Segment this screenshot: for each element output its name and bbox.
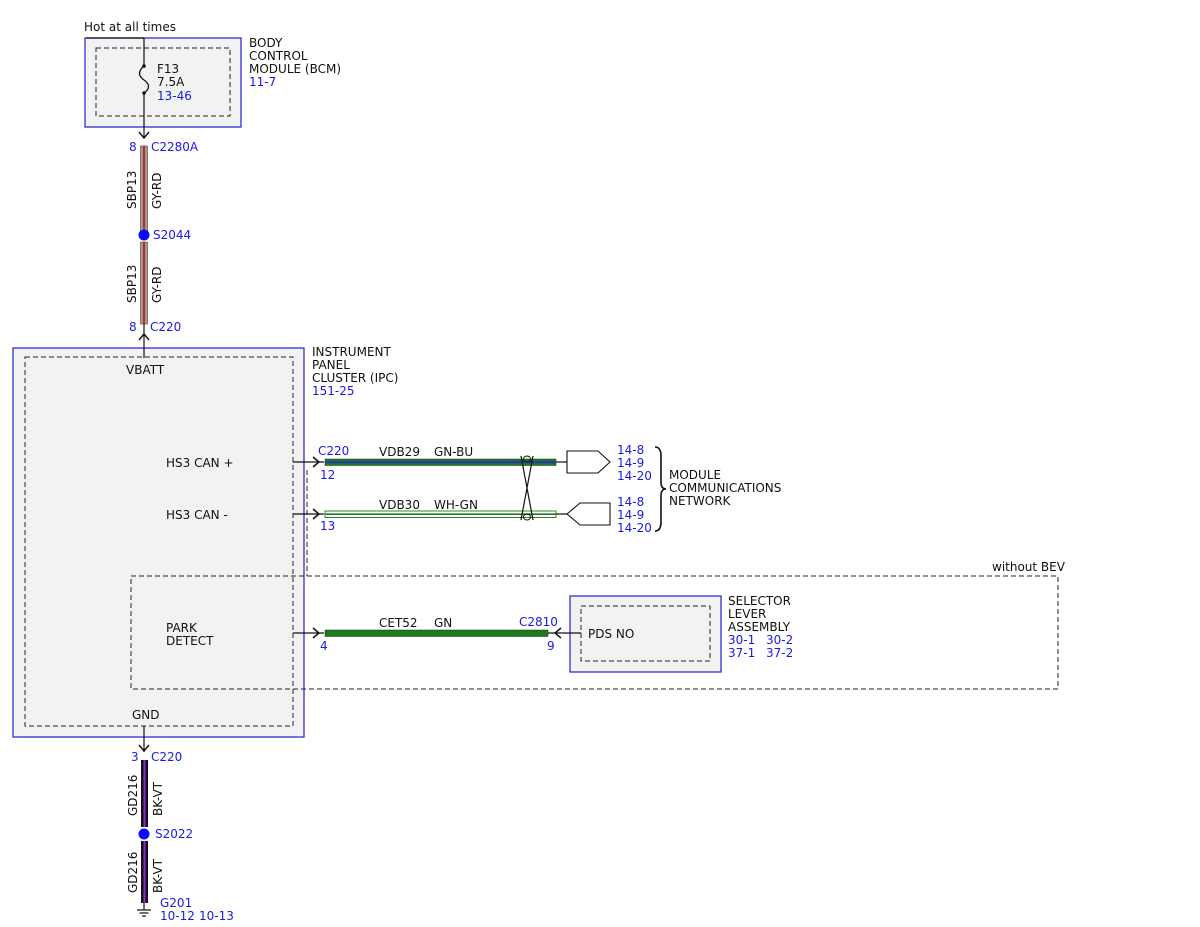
- ipc-name-line-1: INSTRUMENT: [312, 345, 391, 359]
- selector-ref-2[interactable]: 30-2: [766, 633, 793, 647]
- s2022-label[interactable]: S2022: [155, 827, 193, 841]
- c2810-connector-label[interactable]: C2810: [519, 615, 558, 629]
- ipc-inner-dashed-box: [24, 356, 294, 727]
- selector-ref-1[interactable]: 30-1: [728, 633, 755, 647]
- s2022-splice[interactable]: [138, 828, 150, 840]
- twisted-pair-symbol: [520, 455, 534, 521]
- network-name-line-1: MODULE: [669, 468, 721, 482]
- cet52-wire[interactable]: [324, 629, 549, 637]
- twisted-pair-loop-top: [523, 455, 531, 463]
- can-minus-connector-arrow: [312, 508, 321, 520]
- c2810-pin: 9: [547, 639, 555, 653]
- ipc-name-line-2: PANEL: [312, 358, 350, 372]
- bcm-ref[interactable]: 11-7: [249, 75, 276, 89]
- can-minus-pin: 13: [320, 519, 335, 533]
- bcm-inner-dashed-box: [95, 47, 231, 117]
- sbp13-wire-lower-tracer: [143, 242, 145, 324]
- g201-label[interactable]: G201: [160, 896, 192, 910]
- can-minus-ref-1[interactable]: 14-8: [617, 495, 644, 509]
- c220-vbatt-connector-label[interactable]: C220: [150, 320, 181, 334]
- can-connector-label[interactable]: C220: [318, 444, 349, 458]
- ipc-name-line-3: CLUSTER (IPC): [312, 371, 398, 385]
- hot-at-all-times-label: Hot at all times: [84, 20, 176, 34]
- c220-vbatt-connector-arrow: [138, 332, 150, 341]
- g201-ref-1[interactable]: 10-12: [160, 909, 195, 923]
- gd216-lower-color: BK-VT: [151, 858, 165, 893]
- park-ipc-pin: 4: [320, 639, 328, 653]
- park-detect-label-line-1: PARK: [166, 621, 198, 635]
- network-name-line-2: COMMUNICATIONS: [669, 481, 781, 495]
- ground-symbol: [137, 903, 151, 917]
- hs3-can-plus-label: HS3 CAN +: [166, 456, 234, 470]
- network-brace: [654, 446, 667, 532]
- can-plus-network-connector[interactable]: [566, 450, 611, 474]
- sbp13-upper-circuit: SBP13: [125, 171, 139, 209]
- sbp13-lower-color: GY-RD: [150, 266, 164, 303]
- fuse-rating: 7.5A: [157, 75, 185, 89]
- can-plus-pin: 12: [320, 468, 335, 482]
- c2280a-connector-arrow: [138, 131, 150, 140]
- c220-gnd-connector-label[interactable]: C220: [151, 750, 182, 764]
- can-minus-network-connector[interactable]: [566, 502, 611, 526]
- can-minus-ref-3[interactable]: 14-20: [617, 521, 652, 535]
- can-plus-connector-arrow: [312, 456, 321, 468]
- gd216-wire-upper-tracer: [143, 760, 146, 827]
- hs3-can-minus-label: HS3 CAN -: [166, 508, 228, 522]
- vdb30-wire-tracer: [325, 513, 556, 515]
- c2810-connector-arrow: [553, 627, 562, 639]
- can-plus-ref-3[interactable]: 14-20: [617, 469, 652, 483]
- fuse-ref[interactable]: 13-46: [157, 89, 192, 103]
- park-detect-connector-arrow: [312, 627, 321, 639]
- selector-name-line-1: SELECTOR: [728, 594, 791, 608]
- can-minus-ref-2[interactable]: 14-9: [617, 508, 644, 522]
- vbatt-pin-label: VBATT: [126, 363, 165, 377]
- c220-gnd-pin: 3: [131, 750, 139, 764]
- sbp13-wire-upper-tracer: [143, 146, 145, 234]
- gd216-upper-circuit: GD216: [126, 775, 140, 816]
- vdb30-circuit-label: VDB30: [379, 498, 420, 512]
- g201-ref-2[interactable]: 10-13: [199, 909, 234, 923]
- s2044-label[interactable]: S2044: [153, 228, 191, 242]
- gd216-wire-lower-tracer: [143, 841, 146, 903]
- fuse-id: F13: [157, 62, 179, 76]
- selector-name-line-2: LEVER: [728, 607, 766, 621]
- selector-ref-4[interactable]: 37-2: [766, 646, 793, 660]
- vdb29-color-label: GN-BU: [434, 445, 473, 459]
- can-plus-ref-2[interactable]: 14-9: [617, 456, 644, 470]
- park-detect-label-line-2: DETECT: [166, 634, 214, 648]
- gnd-pin-label: GND: [132, 708, 160, 722]
- twisted-pair-loop-bottom: [523, 513, 531, 521]
- selector-ref-3[interactable]: 37-1: [728, 646, 755, 660]
- ipc-module-box[interactable]: [12, 347, 305, 738]
- selector-lever-module-box[interactable]: [569, 595, 722, 673]
- c2280a-connector-label[interactable]: C2280A: [151, 140, 199, 154]
- pds-no-label: PDS NO: [588, 627, 634, 641]
- bcm-name-line-2: CONTROL: [249, 49, 308, 63]
- bcm-name-line-1: BODY: [249, 36, 283, 50]
- c220-gnd-connector-arrow: [138, 744, 150, 753]
- vdb29-circuit-label: VDB29: [379, 445, 420, 459]
- c220-vbatt-pin: 8: [129, 320, 137, 334]
- sbp13-upper-color: GY-RD: [150, 172, 164, 209]
- network-name-line-3: NETWORK: [669, 494, 732, 508]
- bcm-name-line-3: MODULE (BCM): [249, 62, 341, 76]
- gd216-lower-circuit: GD216: [126, 852, 140, 893]
- cet52-circuit-label: CET52: [379, 616, 418, 630]
- cet52-color-label: GN: [434, 616, 452, 630]
- fuse-symbol: [138, 65, 150, 94]
- vdb29-wire-tracer: [325, 461, 556, 464]
- s2044-splice[interactable]: [138, 229, 150, 241]
- vdb30-color-label: WH-GN: [434, 498, 478, 512]
- fuse-terminal-top: [142, 64, 146, 68]
- gd216-upper-color: BK-VT: [151, 781, 165, 816]
- selector-name-line-3: ASSEMBLY: [728, 620, 791, 634]
- bcm-module-box[interactable]: [84, 37, 242, 128]
- ipc-ref[interactable]: 151-25: [312, 384, 355, 398]
- sbp13-lower-circuit: SBP13: [125, 265, 139, 303]
- c2280a-pin: 8: [129, 140, 137, 154]
- can-plus-ref-1[interactable]: 14-8: [617, 443, 644, 457]
- without-bev-label: without BEV: [992, 560, 1066, 574]
